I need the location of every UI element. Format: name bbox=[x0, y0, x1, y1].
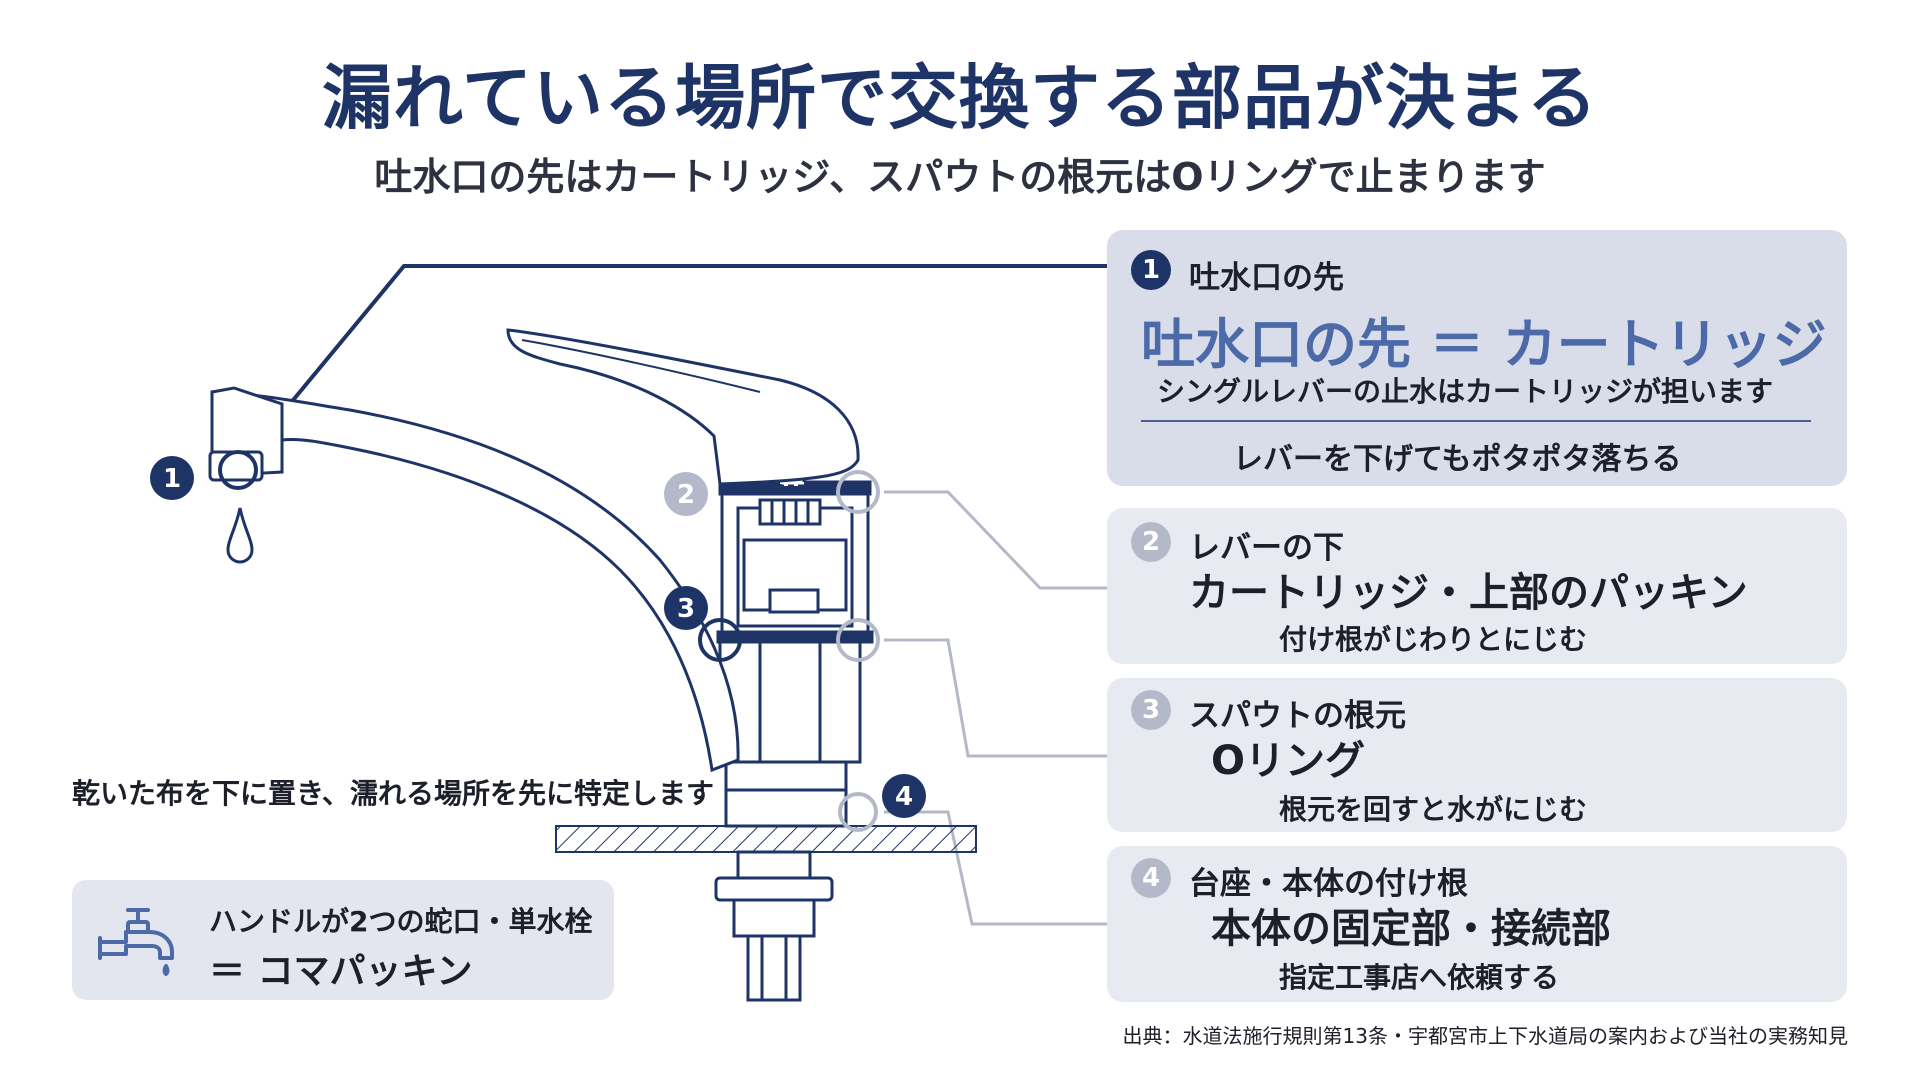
svg-text:1: 1 bbox=[163, 464, 181, 494]
card-part: Oリング bbox=[1211, 738, 1366, 784]
card-number: 4 bbox=[1131, 858, 1171, 898]
leader-line-2 bbox=[884, 490, 1108, 590]
card-divider bbox=[1141, 420, 1811, 422]
page-title: 漏れている場所で交換する部品が決まる bbox=[322, 57, 1598, 139]
leak-ring-1 bbox=[218, 450, 258, 490]
card-base-joint: 4 台座・本体の付け根 本体の固定部・接続部 指定工事店へ依頼する bbox=[1107, 846, 1847, 1002]
card-location: レバーの下 bbox=[1189, 530, 1344, 566]
card-location: 吐水口の先 bbox=[1189, 260, 1344, 296]
leak-ring-2 bbox=[836, 470, 880, 514]
page-subtitle: 吐水口の先はカートリッジ、スパウトの根元はOリングで止まります bbox=[374, 155, 1546, 199]
lever-handle bbox=[506, 328, 860, 486]
leak-ring-4 bbox=[838, 792, 878, 832]
card-symptom: 根元を回すと水がにじむ bbox=[1279, 793, 1588, 826]
card-location: 台座・本体の付け根 bbox=[1189, 866, 1468, 902]
card-symptom: 指定工事店へ依頼する bbox=[1279, 961, 1560, 994]
card-symptom: 付け根がじわりとにじむ bbox=[1279, 623, 1588, 656]
card-spout-tip: 1 吐水口の先 吐水口の先 ＝ カートリッジ シングルレバーの止水はカートリッジ… bbox=[1107, 230, 1847, 486]
two-handle-tip: ハンドルが2つの蛇口・単水栓 ＝ コマパッキン bbox=[72, 880, 614, 1000]
countertop bbox=[555, 825, 977, 853]
card-part: 吐水口の先 ＝ カートリッジ bbox=[1141, 300, 1827, 379]
card-part: カートリッジ・上部のパッキン bbox=[1189, 570, 1748, 616]
marker-2: 2 bbox=[664, 472, 708, 516]
card-symptom: レバーを下げてもポタポタ落ちる bbox=[1233, 442, 1682, 477]
part-left: 吐水口の先 bbox=[1141, 313, 1411, 376]
part-right: カートリッジ bbox=[1502, 313, 1827, 376]
svg-text:2: 2 bbox=[677, 480, 695, 510]
water-drop bbox=[226, 507, 254, 564]
spout bbox=[210, 390, 740, 773]
card-number: 3 bbox=[1131, 690, 1171, 730]
card-number: 2 bbox=[1131, 522, 1171, 562]
faucet-body bbox=[714, 428, 874, 1002]
card-spout-base: 3 スパウトの根元 Oリング 根元を回すと水がにじむ bbox=[1107, 678, 1847, 832]
card-desc: シングルレバーの止水はカートリッジが担います bbox=[1157, 375, 1774, 408]
card-under-lever: 2 レバーの下 カートリッジ・上部のパッキン 付け根がじわりとにじむ bbox=[1107, 508, 1847, 664]
svg-text:3: 3 bbox=[677, 594, 695, 624]
svg-text:4: 4 bbox=[895, 782, 913, 812]
faucet-icon bbox=[98, 908, 174, 976]
card-number: 1 bbox=[1131, 250, 1171, 290]
instruction-note: 乾いた布を下に置き、濡れる場所を先に特定します bbox=[72, 777, 715, 810]
source-citation: 出典：水道法施行規則第13条・宇都宮市上下水道局の案内および当社の実務知見 bbox=[1122, 1024, 1848, 1048]
equals-sign: ＝ bbox=[1429, 313, 1484, 376]
tip-heading: ハンドルが2つの蛇口・単水栓 bbox=[209, 905, 593, 938]
leader-line-3 bbox=[884, 638, 1108, 758]
card-location: スパウトの根元 bbox=[1189, 698, 1406, 734]
leak-ring-3b bbox=[836, 618, 880, 662]
leak-ring-3a bbox=[698, 618, 742, 662]
tip-part: ＝ コマパッキン bbox=[209, 951, 473, 992]
card-part: 本体の固定部・接続部 bbox=[1211, 906, 1611, 952]
marker-4: 4 bbox=[882, 774, 926, 818]
marker-1: 1 bbox=[150, 456, 194, 500]
marker-3: 3 bbox=[664, 586, 708, 630]
